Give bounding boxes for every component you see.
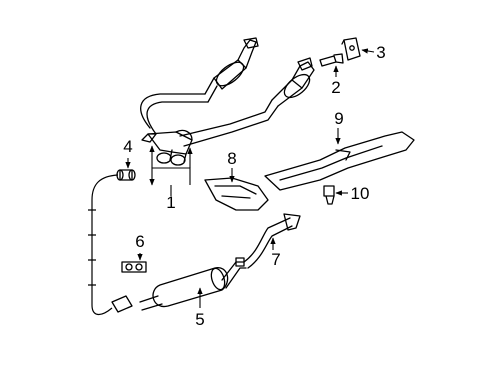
callout-9: 9 (334, 109, 343, 128)
part-6-hanger-isolator (121, 261, 147, 273)
callout-4: 4 (123, 137, 132, 156)
part-2-bolt (319, 53, 344, 67)
front-pipe-converter-assembly (140, 37, 315, 166)
callout-5: 5 (195, 310, 204, 329)
callout-3: 3 (376, 43, 385, 62)
part-9-skid-plate (264, 131, 415, 191)
part-7-intermediate-pipe (235, 213, 301, 269)
dashed-reference-path (88, 174, 119, 315)
leader-lines (125, 48, 375, 308)
callout-8: 8 (227, 149, 236, 168)
part-10-bolt (323, 185, 335, 205)
tailpipe-tip (111, 295, 133, 313)
callout-2: 2 (331, 78, 340, 97)
callout-7: 7 (271, 250, 280, 269)
callout-labels: 1 2 3 4 5 6 7 8 9 10 (123, 43, 385, 329)
part-8-heat-shield (204, 177, 269, 211)
callout-6: 6 (135, 232, 144, 251)
part-3-bracket (341, 37, 361, 61)
part-4-pipe-segment (116, 169, 136, 181)
callout-10: 10 (351, 184, 370, 203)
part-5-muffler (139, 261, 247, 311)
callout-1: 1 (166, 193, 175, 212)
